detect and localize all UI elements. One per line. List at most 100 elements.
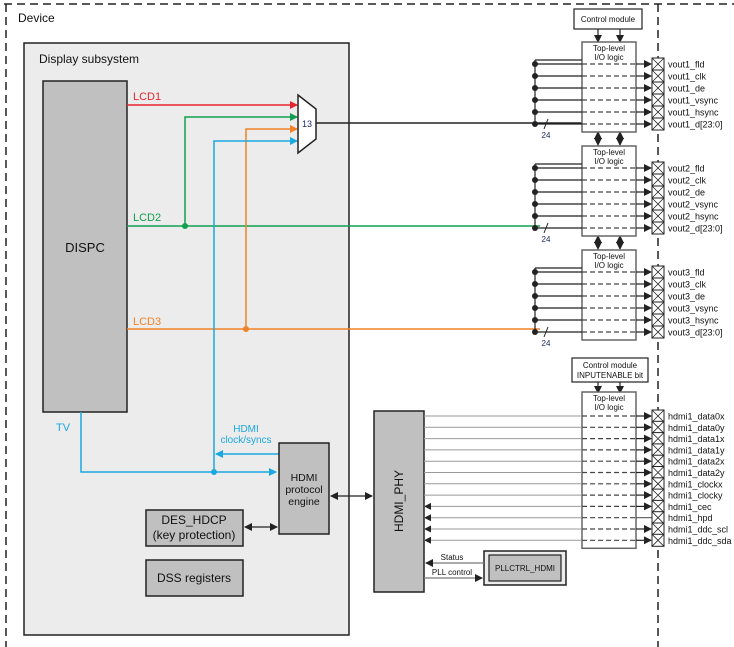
pin-label-vout3_de: vout3_de (668, 292, 705, 302)
hdmi-protocol-engine[interactable] (278, 442, 330, 535)
lcd3-label: LCD3 (133, 316, 161, 328)
des-hdcp-block[interactable] (145, 509, 244, 547)
pad-x-icon (651, 161, 665, 175)
hdmi-engine-label-3: engine (288, 496, 320, 508)
pin-label-hdmi1_clocky: hdmi1_clocky (668, 491, 723, 501)
pad-x-icon (651, 69, 665, 83)
pll-control-label: PLL control (432, 568, 472, 577)
bus-junction (532, 85, 538, 91)
pad-x-icon (651, 511, 665, 524)
pad-x-icon (651, 488, 665, 502)
bus-junction (532, 73, 538, 79)
io-logic-block-4[interactable] (581, 391, 637, 550)
pad-x-icon (651, 265, 665, 279)
pad-x-icon (651, 534, 665, 547)
phy-input-arrow-icon (424, 514, 431, 522)
io-logic-label-1: Top-level (593, 394, 625, 403)
hdmi-engine-label-2: protocol (285, 484, 322, 496)
lcd3-mux-line (245, 125, 298, 329)
io-logic-label-2: I/O logic (594, 157, 623, 166)
pad-x-icon (651, 57, 665, 71)
pad-x-icon (651, 432, 665, 445)
hdmi-clock-label-2: clock/syncs (220, 435, 271, 446)
bus-junction (532, 293, 538, 299)
dispc-block[interactable] (42, 80, 128, 413)
device-title: Device (18, 11, 55, 25)
bus-junction (532, 225, 538, 231)
pad-x-icon (651, 105, 665, 119)
io-logic-label-2: I/O logic (594, 53, 623, 62)
pin-label-vout1_hsync: vout1_hsync (668, 108, 719, 118)
pin-label-hdmi1_data0y: hdmi1_data0y (668, 423, 725, 433)
io-logic-label-1: Top-level (593, 44, 625, 53)
status-label: Status (441, 553, 464, 562)
pin-label-vout3_hsync: vout3_hsync (668, 316, 719, 326)
lcd2-label: LCD2 (133, 212, 161, 224)
bus-width-slash (543, 326, 549, 338)
pin-label-hdmi1_hpd: hdmi1_hpd (668, 513, 713, 523)
bus-junction (532, 281, 538, 287)
pin-label-vout2_de: vout2_de (668, 188, 705, 198)
pin-label-vout2_clk: vout2_clk (668, 176, 707, 186)
lcd3-junction (243, 326, 249, 332)
bus-junction (532, 121, 538, 127)
bus-junction (532, 61, 538, 67)
pin-label-vout2_d230: vout2_d[23:0] (668, 224, 723, 234)
pin-label-vout1_d230: vout1_d[23:0] (668, 120, 723, 130)
lcd2-mux-line (184, 113, 298, 226)
pin-label-vout1_clk: vout1_clk (668, 72, 707, 82)
des-hdcp-label-1: DES_HDCP (161, 513, 226, 527)
pad-x-icon (651, 197, 665, 211)
pad-x-icon (651, 289, 665, 303)
hdmi-engine-label-1: HDMI (291, 472, 318, 484)
phy-input-arrow-icon (424, 502, 431, 510)
pad-x-icon (651, 409, 665, 423)
bus-junction (532, 329, 538, 335)
io-logic-label-2: I/O logic (594, 261, 623, 270)
bus-junction (532, 177, 538, 183)
pad-x-icon (651, 173, 665, 187)
dss-registers-block[interactable] (145, 559, 244, 597)
io-logic-block-1[interactable] (581, 41, 637, 133)
bus-width-slash (543, 118, 549, 130)
pad-x-icon (651, 221, 665, 235)
bus-junction (532, 201, 538, 207)
io-logic-block-3[interactable] (581, 249, 637, 341)
pin-label-hdmi1_data2x: hdmi1_data2x (668, 457, 725, 467)
pin-label-vout3_vsync: vout3_vsync (668, 304, 719, 314)
control-module-inputenable[interactable] (571, 357, 649, 383)
pllctrl-label: PLLCTRL_HDMI (495, 564, 555, 573)
pad-x-icon (651, 277, 665, 291)
des-hdcp-label-2: (key protection) (153, 528, 236, 542)
pad-x-icon (651, 421, 665, 434)
mux-block[interactable] (297, 93, 317, 155)
pin-label-vout2_fld: vout2_fld (668, 164, 705, 174)
pin-label-hdmi1_clockx: hdmi1_clockx (668, 479, 723, 489)
bus-junction (532, 213, 538, 219)
pin-label-vout3_d230: vout3_d[23:0] (668, 328, 723, 338)
control-module-top-label: Control module (581, 15, 636, 24)
phy-input-arrow-icon (424, 525, 431, 533)
pad-x-icon (651, 185, 665, 199)
pad-x-icon (651, 325, 665, 339)
io-logic-block-2[interactable] (581, 145, 637, 237)
pad-x-icon (651, 522, 665, 536)
pllctrl-hdmi-block[interactable] (488, 554, 562, 582)
pin-label-vout3_fld: vout3_fld (668, 268, 705, 278)
bus-junction (532, 269, 538, 275)
hdmi-phy-label: HDMI_PHY (392, 470, 406, 532)
pad-x-icon (651, 93, 665, 107)
pad-x-icon (651, 477, 665, 491)
io-logic-label-2: I/O logic (594, 403, 623, 412)
bus-junction (532, 97, 538, 103)
control-module-top[interactable] (573, 8, 643, 30)
lcd1-label: LCD1 (133, 91, 161, 103)
io-logic-label-1: Top-level (593, 252, 625, 261)
pin-label-hdmi1_ddc_scl: hdmi1_ddc_scl (668, 525, 728, 535)
pin-label-hdmi1_data1x: hdmi1_data1x (668, 434, 725, 444)
hdmi-phy-block[interactable] (373, 410, 425, 593)
pin-label-hdmi1_data1y: hdmi1_data1y (668, 445, 725, 455)
pin-label-hdmi1_cec: hdmi1_cec (668, 502, 712, 512)
pin-label-hdmi1_data2y: hdmi1_data2y (668, 468, 725, 478)
